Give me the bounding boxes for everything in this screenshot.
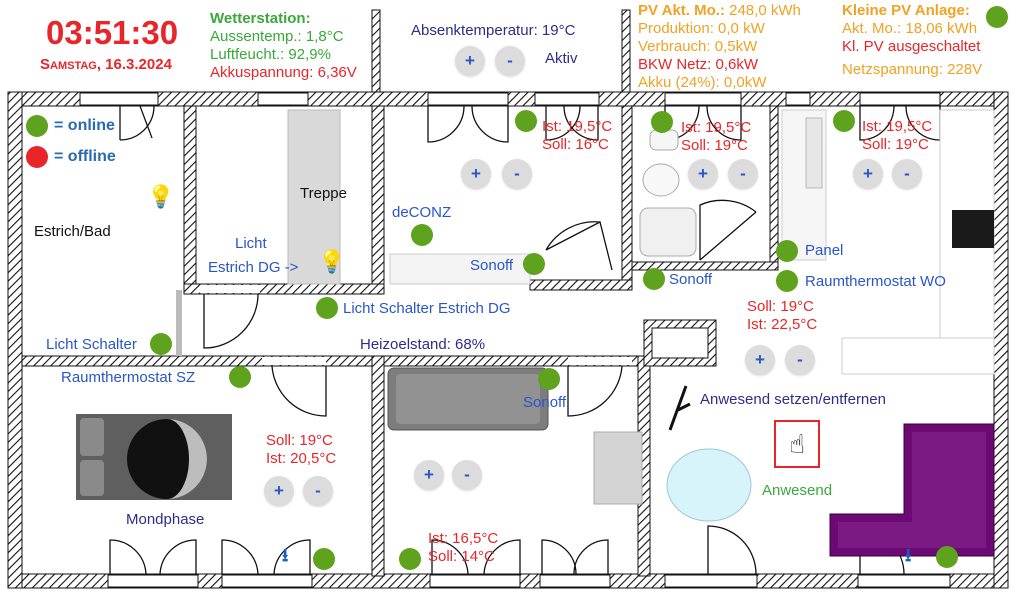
panel-label: Panel — [805, 242, 844, 259]
thermo-r2-minus-button[interactable]: - — [728, 159, 758, 189]
sonoff-label-1: Sonoff — [470, 257, 514, 274]
licht-schalter-label: Licht Schalter — [46, 336, 137, 353]
mondphase-label: Mondphase — [126, 511, 205, 528]
pv-panel: PV Akt. Mo.: 248,0 kWh Produktion: 0,0 k… — [638, 2, 801, 92]
licht-label[interactable]: Licht — [235, 235, 267, 252]
thermo-bot: Ist: 16,5°C Soll: 14°C — [428, 530, 498, 566]
pv-verbrauch: Verbrauch: 0,5kW — [638, 38, 758, 55]
pv-produktion: Produktion: 0,0 kW — [638, 20, 765, 37]
thermo-bot-ist: Ist: 16,5°C — [428, 530, 499, 547]
bedroom-window-dot[interactable] — [313, 548, 335, 570]
deconz-label: deCONZ — [392, 204, 452, 221]
thermo-wo-soll: Soll: 19°C — [747, 298, 814, 315]
room-treppe: Treppe — [300, 185, 347, 202]
deconz-status-dot[interactable] — [411, 224, 433, 246]
download-arrow-icon[interactable]: ⭳ — [905, 545, 912, 565]
legend-offline-dot — [26, 146, 48, 168]
heizoelstand: Heizoelstand: 68% — [360, 336, 486, 353]
sonoff-status-dot-1[interactable] — [523, 253, 545, 275]
pv-akt-label: PV Akt. Mo.: — [638, 2, 725, 19]
thermo-sz-ist: Ist: 20,5°C — [266, 450, 337, 467]
hand-pointer-icon: ☝ — [789, 429, 805, 459]
pv-akt-value: 248,0 kWh — [729, 2, 801, 19]
living-window-dot[interactable] — [936, 546, 958, 568]
lightbulb-icon[interactable]: 💡 — [147, 184, 175, 209]
sonoff-label-2: Sonoff — [669, 271, 713, 288]
thermo-sz-minus-button[interactable]: - — [303, 476, 333, 506]
estrich-dg-link[interactable]: Estrich DG -> — [208, 259, 299, 276]
raumthermostat-sz-label: Raumthermostat SZ — [61, 369, 196, 386]
thermo-bot-soll: Soll: 14°C — [428, 548, 495, 565]
room-estrich-bad: Estrich/Bad — [34, 223, 111, 240]
download-arrow-icon[interactable]: ⭳ — [282, 545, 289, 565]
moon-phase-icon — [127, 419, 207, 499]
thermo-r3-ist: Ist: 19,5°C — [862, 118, 933, 135]
thermo-r1-plus-button[interactable]: + — [461, 159, 491, 189]
thermo-bot-minus-button[interactable]: - — [452, 460, 482, 490]
thermo-r2: Ist: 19,5°C Soll: 19°C — [681, 119, 751, 155]
raumthermostat-sz-dot[interactable] — [229, 366, 251, 388]
thermo-r2-dot[interactable] — [651, 111, 673, 133]
thermo-r2-plus-button[interactable]: + — [688, 159, 718, 189]
thermo-r1-dot[interactable] — [515, 110, 537, 132]
kleine-pv: Kleine PV Anlage: Akt. Mo.: 18,06 kWh Kl… — [842, 2, 980, 56]
thermo-sz-plus-button[interactable]: + — [264, 476, 294, 506]
thermo-r1: Ist: 19,5°C Soll: 16°C — [542, 118, 612, 154]
wetterstation: Wetterstation: Aussentemp.: 1,8°C Luftfe… — [210, 10, 357, 82]
sonoff-status-dot-3[interactable] — [538, 368, 560, 390]
thermo-r3-minus-button[interactable]: - — [892, 159, 922, 189]
anwesend-toggle-button[interactable]: ☝ — [774, 420, 820, 468]
thermo-wo: Soll: 19°C Ist: 22,5°C — [747, 298, 817, 334]
thermo-r3-plus-button[interactable]: + — [853, 159, 883, 189]
licht-schalter-estrich-dot[interactable] — [316, 297, 338, 319]
pv-akku: Akku (24%): 0,0kW — [638, 74, 767, 91]
kleine-pv-akt: Akt. Mo.: 18,06 kWh — [842, 20, 978, 37]
absenk-status: Aktiv — [545, 50, 578, 67]
pv-bkw: BKW Netz: 0,6kW — [638, 56, 759, 73]
aussentemp: Aussentemp.: 1,8°C — [210, 28, 344, 45]
licht-schalter-estrich-label: Licht Schalter Estrich DG — [343, 300, 511, 317]
legend-online-dot — [26, 115, 48, 137]
thermo-r1-minus-button[interactable]: - — [502, 159, 532, 189]
sonoff-label-3: Sonoff — [523, 394, 567, 411]
thermo-wo-plus-button[interactable]: + — [745, 345, 775, 375]
kleine-pv-status-dot[interactable] — [986, 6, 1008, 28]
legend-offline: = offline — [54, 148, 116, 165]
wetterstation-title: Wetterstation: — [210, 10, 311, 27]
luftfeucht: Luftfeucht.: 92,9% — [210, 46, 331, 63]
anwesend-setzen-label: Anwesend setzen/entfernen — [700, 391, 886, 408]
thermo-r3-dot[interactable] — [833, 110, 855, 132]
thermo-wo-ist: Ist: 22,5°C — [747, 316, 818, 333]
panel-dot[interactable] — [776, 240, 798, 262]
clock: 03:51:30 — [46, 14, 179, 51]
akkuspannung: Akkuspannung: 6,36V — [210, 64, 357, 81]
raumthermostat-wo-label: Raumthermostat WO — [805, 273, 946, 290]
thermo-bot-plus-button[interactable]: + — [414, 460, 444, 490]
thermo-r3: Ist: 19,5°C Soll: 19°C — [862, 118, 932, 154]
thermo-bot-dot[interactable] — [399, 548, 421, 570]
thermo-r1-ist: Ist: 19,5°C — [542, 118, 613, 135]
anwesend-status: Anwesend — [762, 482, 833, 499]
date: Samstag, 16.3.2024 — [40, 56, 172, 73]
kleine-pv-status: Kl. PV ausgeschaltet — [842, 38, 981, 55]
netzspannung: Netzspannung: 228V — [842, 61, 983, 78]
licht-schalter-dot[interactable] — [150, 333, 172, 355]
absenktemperatur: Absenktemperatur: 19°C — [411, 22, 576, 39]
thermo-r1-soll: Soll: 16°C — [542, 136, 609, 153]
raumthermostat-wo-dot[interactable] — [776, 270, 798, 292]
sonoff-status-dot-2[interactable] — [643, 268, 665, 290]
absenk-minus-button[interactable]: - — [495, 46, 525, 76]
legend-online: = online — [54, 117, 115, 134]
thermo-r3-soll: Soll: 19°C — [862, 136, 929, 153]
kleine-pv-title: Kleine PV Anlage: — [842, 2, 970, 19]
thermo-sz: Soll: 19°C Ist: 20,5°C — [266, 432, 336, 468]
thermo-r2-soll: Soll: 19°C — [681, 137, 748, 154]
lightbulb-icon[interactable]: 💡 — [318, 249, 346, 274]
thermo-sz-soll: Soll: 19°C — [266, 432, 333, 449]
absenk-plus-button[interactable]: + — [455, 46, 485, 76]
thermo-r2-ist: Ist: 19,5°C — [681, 119, 752, 136]
thermo-wo-minus-button[interactable]: - — [785, 345, 815, 375]
